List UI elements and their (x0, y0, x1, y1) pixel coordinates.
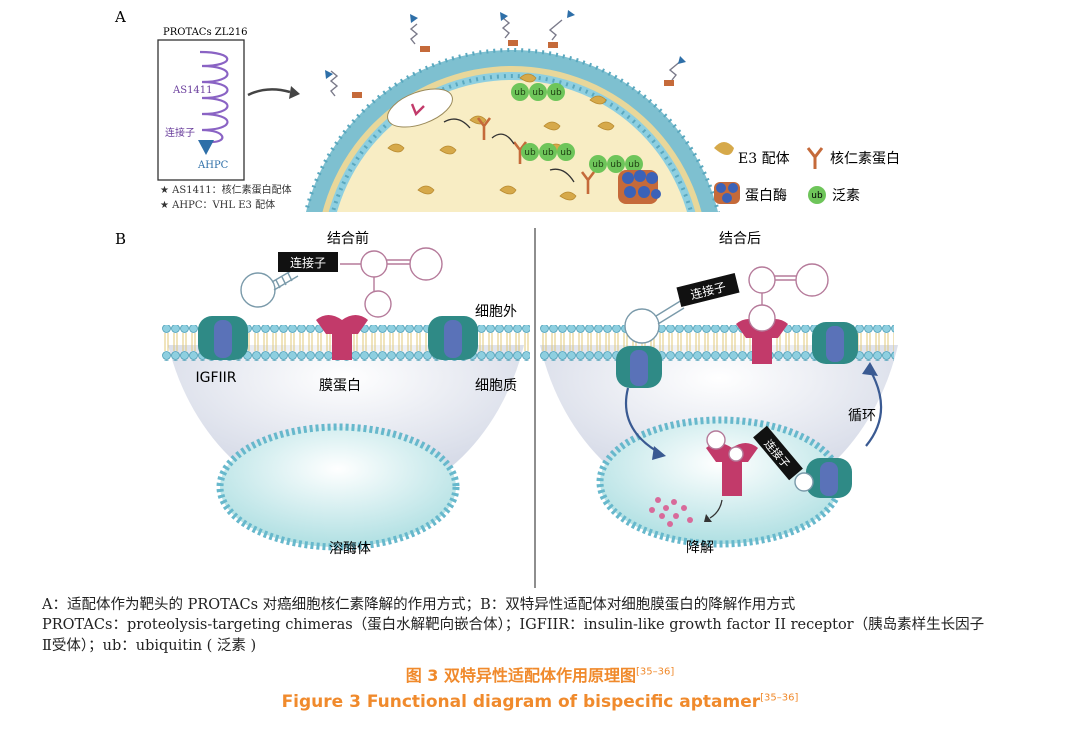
after-label: 结合后 (719, 231, 761, 247)
recycle-arrow (865, 369, 883, 447)
internalized-aptamer (706, 430, 744, 462)
degraded-fragments (649, 497, 693, 527)
note-ahpc: ★ AHPC：VHL E3 配体 (160, 199, 275, 211)
bispecific-aptamer-right (624, 299, 685, 344)
linker-box-right (676, 273, 740, 307)
ahpc-triangle-icon (198, 140, 214, 155)
ub-text: ub (560, 148, 572, 158)
aptamer-loops-right (748, 263, 829, 332)
linker-label-a: 连接子 (165, 126, 195, 139)
nucleolin-icon (806, 147, 824, 169)
ubiquitin-clusters (511, 83, 643, 173)
legend-nucleolin: 核仁素蛋白 (830, 151, 900, 167)
aptamer-strand (199, 50, 229, 144)
lysosome-left (216, 423, 460, 551)
ub-text: ub (610, 160, 622, 170)
bispecific-aptamer-left (240, 267, 299, 308)
before-label: 结合前 (327, 230, 369, 247)
title-cn-text: 图 3 双特异性适配体作用原理图 (405, 666, 636, 685)
surface-aptamer-tips (325, 10, 686, 79)
figure-diagram: A PROTACs ZL216 AS1411 连接子 AHPC ★ AS1411… (114, 8, 900, 588)
title-cn-ref: [35–36] (636, 666, 675, 678)
degradation-label: 降解 (686, 540, 714, 556)
aptamer-loops-left (340, 247, 443, 318)
caption-line-3: Ⅱ受体）；ub：ubiquitin ( 泛素 ) (42, 638, 257, 654)
linker-box-left (278, 252, 338, 272)
entry-vesicle (387, 88, 453, 128)
figure-title-cn: 图 3 双特异性适配体作用原理图[35–36] (0, 662, 1080, 686)
surface-receptors (352, 40, 674, 98)
arrow-box-to-cell (247, 88, 291, 97)
linker-box-internal (753, 425, 803, 481)
ub-text: ub (628, 160, 640, 170)
panel-a-label: A (114, 8, 126, 26)
nucleolin-y-shapes (476, 117, 596, 194)
ub-text: ub (550, 88, 562, 98)
igfiir-icon-left-2 (428, 316, 478, 360)
legend-e3: E3 配体 (738, 151, 790, 167)
ub-text: ub (592, 160, 604, 170)
figure-title-en: Figure 3 Functional diagram of bispecifi… (0, 692, 1080, 712)
e3-ligand-icon (714, 142, 734, 155)
caption-line-1: A：适配体作为靶头的 PROTACs 对癌细胞核仁素降解的作用方式；B：双特异性… (42, 597, 796, 613)
legend-proteasome: 蛋白酶 (745, 188, 787, 204)
ub-text: ub (514, 88, 526, 98)
proteasome-icon (618, 170, 661, 204)
title-en-text: Figure 3 Functional diagram of bispecifi… (281, 692, 761, 712)
igfiir-icon-right (616, 346, 662, 388)
lysosome-label: 溶酶体 (329, 541, 371, 557)
note-as1411: ★ AS1411：核仁素蛋白配体 (160, 183, 292, 196)
recycle-label: 循环 (848, 408, 876, 424)
surface-aptamers (329, 17, 683, 97)
linker-label-left: 连接子 (290, 255, 326, 270)
ub-text: ub (524, 148, 536, 158)
protac-box (157, 39, 245, 181)
ub-text: ub (542, 148, 554, 158)
ub-legend-text: ub (811, 191, 823, 201)
caption-line-2: PROTACs：proteolysis-targeting chimeras（蛋… (42, 617, 985, 633)
pathway-arrows (443, 118, 575, 183)
membrane-protein-label: 膜蛋白 (319, 378, 361, 394)
igfiir-icon-right-2 (812, 322, 858, 364)
aptamer-label: AS1411 (172, 85, 213, 96)
legend-a: E3 配体 核仁素蛋白 蛋白酶 ub 泛素 (714, 142, 900, 204)
title-en-ref: [35–36] (760, 692, 799, 704)
legend-ubiquitin: 泛素 (832, 188, 860, 204)
proteasome-legend-icon (714, 182, 740, 204)
cytoplasm-label: 细胞质 (475, 378, 517, 394)
protac-box-title: PROTACs ZL216 (163, 27, 247, 38)
degradation-arrow (709, 499, 723, 519)
panel-b-label: B (115, 230, 126, 248)
extracellular-label: 细胞外 (475, 304, 517, 320)
internalization-arrow (624, 387, 659, 453)
igfiir-icon-left (198, 316, 248, 360)
ubiquitin-icon (808, 186, 826, 204)
ub-text: ub (532, 88, 544, 98)
membrane-protein-left (316, 315, 368, 360)
igfiir-label: IGFIIR (195, 370, 236, 386)
igfiir-icon-internal (794, 458, 852, 498)
membrane-protein-right (736, 319, 788, 364)
ahpc-label: AHPC (197, 160, 229, 171)
internalized-protein (706, 443, 758, 496)
